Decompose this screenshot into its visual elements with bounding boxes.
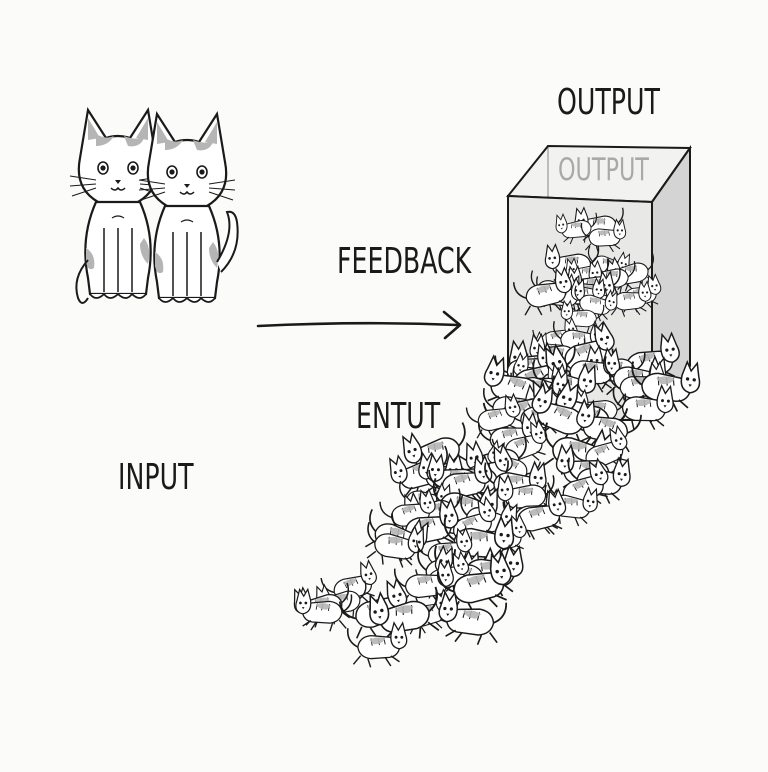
input-cat-left: [68, 108, 168, 304]
entut-label: ENTUT: [356, 396, 441, 437]
running-cat-icon: [346, 621, 408, 669]
input-label: INPUT: [118, 457, 194, 498]
arrow-right-icon: [256, 310, 462, 340]
box-label: OUTPUT: [558, 152, 649, 188]
output-label: OUTPUT: [557, 82, 660, 123]
input-cat-right: [137, 112, 239, 304]
feedback-label: FEEDBACK: [337, 241, 472, 282]
